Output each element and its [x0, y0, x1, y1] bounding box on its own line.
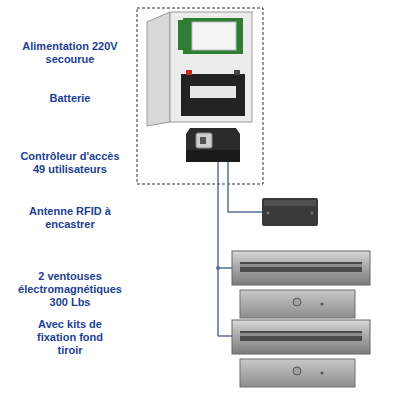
part-label: Contrôleur d'accès 49 utilisateurs: [15, 150, 125, 176]
electromagnetic-lock: [232, 320, 370, 354]
part-label: Antenne RFID à encastrer: [29, 205, 111, 231]
part-label: Avec kits de fixation fond tiroir: [37, 318, 103, 357]
part-label: Alimentation 220V secourue: [14, 40, 126, 66]
armature-plate: [240, 359, 355, 387]
electromagnetic-lock: [232, 251, 370, 285]
access-controller: [186, 128, 240, 162]
part-label: 2 ventouses électromagnétiques 300 Lbs: [13, 270, 127, 309]
kit-enclosure: [137, 8, 263, 184]
wire-junction: [216, 266, 220, 270]
power-supply-cabinet: [147, 12, 252, 126]
armature-plate: [240, 290, 355, 318]
battery: [181, 70, 245, 116]
part-label: Batterie: [14, 92, 126, 105]
rfid-antenna: [262, 198, 318, 226]
